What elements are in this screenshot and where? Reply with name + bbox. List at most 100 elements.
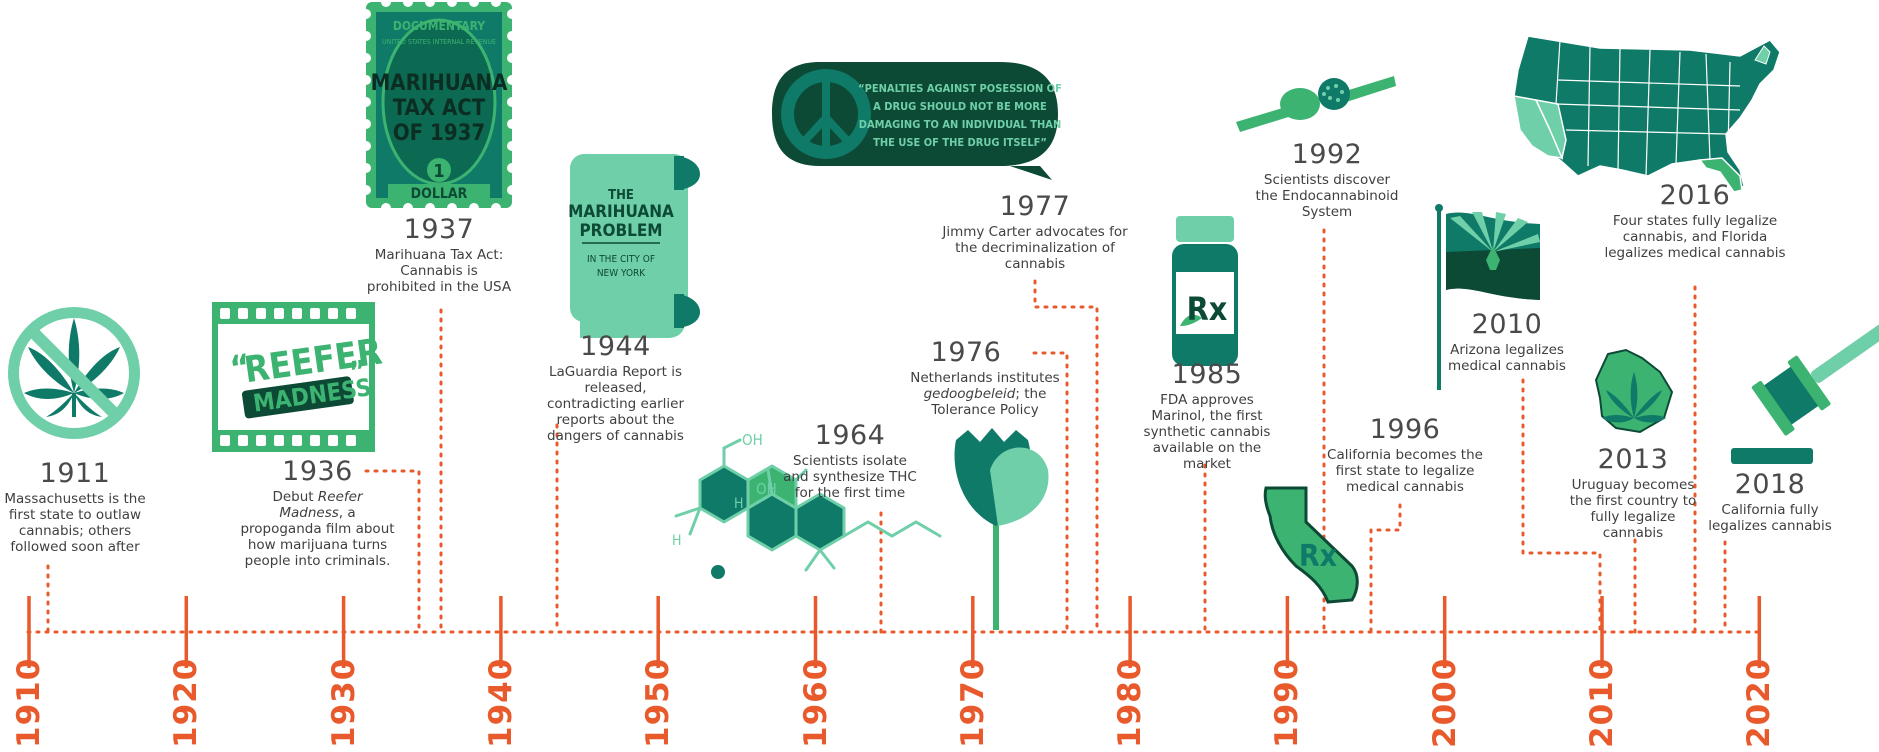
rx-bottle-icon: Rx xyxy=(1172,216,1238,366)
gavel-icon xyxy=(1731,311,1879,464)
molecule-h-upper: H xyxy=(734,496,743,512)
no-cannabis-icon xyxy=(8,307,140,439)
scroll-line3: PROBLEM xyxy=(579,221,662,241)
event-description: Massachusetts is the first state to outl… xyxy=(4,491,146,555)
quote-line2: A DRUG SHOULD NOT BE MORE xyxy=(873,100,1047,113)
carter-quote-bubble: “PENALTIES AGAINST POSESSION OF A DRUG S… xyxy=(772,62,1062,180)
california-rx-label: Rx xyxy=(1299,539,1337,574)
molecule-oh-top: OH xyxy=(742,431,763,449)
stamp-top-label: DOCUMENTARY xyxy=(393,19,485,33)
event-year: 2010 xyxy=(1471,309,1543,340)
event-1976: 1976 Netherlands institutes gedoogbeleid… xyxy=(910,337,1060,419)
timeline-axis xyxy=(26,596,1762,668)
decade-label-1920: 1920 xyxy=(168,657,205,748)
thc-molecule-icon: OH OH H H xyxy=(672,431,942,579)
decade-label-2000: 2000 xyxy=(1426,657,1463,748)
event-description: California fully legalizes cannabis xyxy=(1708,502,1832,534)
event-1964: 1964 Scientists isolate and synthesize T… xyxy=(780,420,920,502)
stamp-line3: OF 1937 xyxy=(393,121,485,146)
event-1977: 1977 Jimmy Carter advocates for the decr… xyxy=(935,191,1135,273)
event-description: Uruguay becomes the first country to ful… xyxy=(1569,477,1697,541)
quote-line3: DAMAGING TO AN INDIVIDUAL THAN xyxy=(859,118,1062,131)
scroll-line4: IN THE CITY OF xyxy=(587,254,655,265)
uruguay-map-icon xyxy=(1594,348,1674,434)
quote-line4: THE USE OF THE DRUG ITSELF” xyxy=(873,136,1047,149)
event-year: 2016 xyxy=(1659,180,1731,211)
stamp-line2: TAX ACT xyxy=(393,96,486,121)
film-quote-close: ” xyxy=(348,354,369,389)
event-description: Marihuana Tax Act: Cannabis is prohibite… xyxy=(366,247,512,295)
connector-1977 xyxy=(1033,279,1099,634)
usa-map-icon xyxy=(1513,35,1781,193)
connector-1996 xyxy=(1369,503,1402,634)
bottle-rx-label: Rx xyxy=(1187,290,1228,328)
decade-label-2020: 2020 xyxy=(1741,657,1778,748)
california-rx-icon: Rx xyxy=(1263,486,1359,604)
event-1936: 1936 Debut Reefer Madness, a propoganda … xyxy=(240,456,395,570)
event-1911: 1911 Massachusetts is the first state to… xyxy=(0,458,150,556)
decade-ticks xyxy=(27,596,1762,668)
reefer-madness-film-icon: “ REEFER MADNESS ” xyxy=(212,302,385,452)
event-description: FDA approves Marinol, the first syntheti… xyxy=(1143,392,1271,472)
stamp-line1: MARIHUANA xyxy=(371,71,508,96)
event-description: Debut Reefer Madness, a propoganda film … xyxy=(240,489,395,569)
tulip-icon xyxy=(954,428,1049,630)
molecule-oh-middle: OH xyxy=(756,480,777,498)
event-description: California becomes the first state to le… xyxy=(1327,447,1483,495)
stamp-denomination: 1 xyxy=(433,161,444,182)
event-description: Four states fully legalize cannabis, and… xyxy=(1604,213,1786,261)
decade-label-1980: 1980 xyxy=(1112,657,1149,748)
event-year: 1996 xyxy=(1369,414,1441,445)
event-year: 1985 xyxy=(1171,359,1243,390)
event-description: Jimmy Carter advocates for the decrimina… xyxy=(942,224,1128,272)
peace-sign-icon xyxy=(781,69,871,159)
event-year: 1977 xyxy=(999,191,1071,222)
event-year: 1992 xyxy=(1291,139,1363,170)
quote-line1: “PENALTIES AGAINST POSESSION OF xyxy=(858,82,1062,95)
scroll-line1: THE xyxy=(608,188,634,203)
event-year: 1937 xyxy=(403,214,475,245)
stamp-ring-label: UNITED STATES INTERNAL REVENUE xyxy=(382,38,496,46)
decade-label-1940: 1940 xyxy=(482,657,519,748)
connector-2010 xyxy=(1521,378,1602,634)
scroll-line2: MARIHUANA xyxy=(568,202,674,222)
event-description: LaGuardia Report is released, contradict… xyxy=(546,364,685,444)
event-year: 1911 xyxy=(39,458,111,489)
event-year: 1936 xyxy=(282,456,353,487)
decade-label-2010: 2010 xyxy=(1584,657,1620,748)
event-1937: 1937 Marihuana Tax Act: Cannabis is proh… xyxy=(364,214,514,296)
event-1992: 1992 Scientists discover the Endocannabi… xyxy=(1252,139,1402,221)
scroll-line5: NEW YORK xyxy=(597,268,646,279)
decade-label-1930: 1930 xyxy=(325,657,362,748)
event-2016: 2016 Four states fully legalize cannabis… xyxy=(1600,180,1790,262)
event-2010: 2010 Arizona legalizes medical cannabis xyxy=(1442,309,1572,375)
laguardia-scroll-icon: THE MARIHUANA PROBLEM IN THE CITY OF NEW… xyxy=(568,154,700,338)
event-2018: 2018 California fully legalizes cannabis xyxy=(1700,470,1840,535)
decade-label-1970: 1970 xyxy=(954,657,991,748)
event-description: Netherlands institutes gedoogbeleid; the… xyxy=(910,370,1060,418)
event-1996: 1996 California becomes the first state … xyxy=(1325,414,1485,496)
event-year: 1964 xyxy=(814,420,886,451)
event-1944: 1944 LaGuardia Report is released, contr… xyxy=(538,331,693,445)
event-1985: 1985 FDA approves Marinol, the first syn… xyxy=(1132,359,1282,473)
connector-1976 xyxy=(1032,351,1069,634)
stamp-bottom-label: DOLLAR xyxy=(411,186,468,202)
event-2013: 2013 Uruguay becomes the first country t… xyxy=(1568,444,1698,542)
event-connectors xyxy=(46,228,1727,634)
decade-label-1950: 1950 xyxy=(640,657,677,748)
decade-label-1990: 1990 xyxy=(1269,657,1306,748)
event-year: 1976 xyxy=(930,337,1002,368)
connector-1936 xyxy=(364,469,421,634)
decade-label-1960: 1960 xyxy=(797,657,834,748)
event-year: 2013 xyxy=(1597,444,1669,475)
arizona-flag-icon xyxy=(1435,204,1540,390)
decade-label-1910: 1910 xyxy=(11,657,47,748)
event-description: Arizona legalizes medical cannabis xyxy=(1448,342,1566,374)
event-year: 1944 xyxy=(580,331,651,362)
event-description: Scientists isolate and synthesize THC fo… xyxy=(783,453,917,501)
molecule-h-lower: H xyxy=(672,533,681,549)
receptor-icon xyxy=(1236,76,1396,132)
marihuana-tax-stamp-icon: DOCUMENTARY UNITED STATES INTERNAL REVEN… xyxy=(361,0,517,213)
